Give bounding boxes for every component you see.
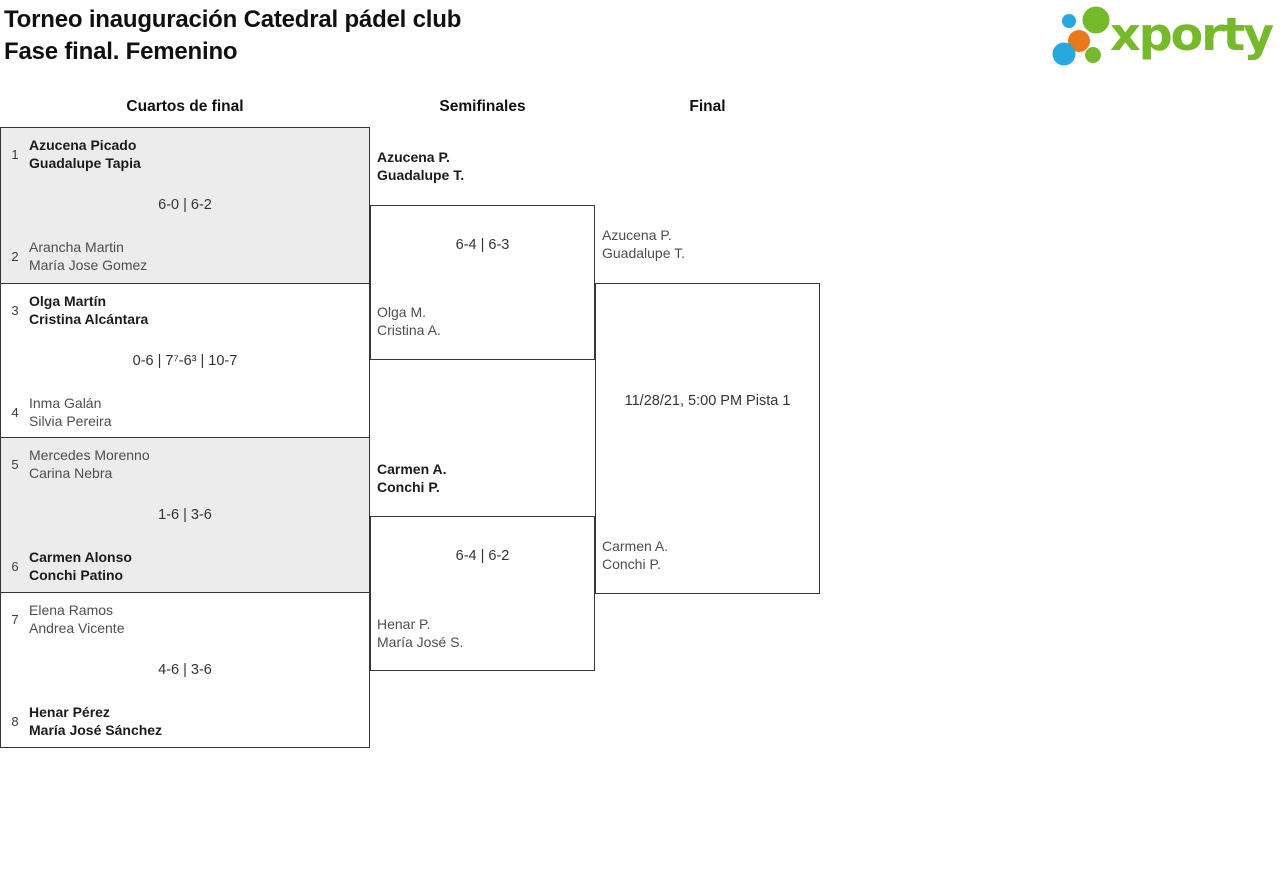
match-score: 4-6 | 3-6 <box>158 662 212 678</box>
semifinal-1-score: 6-4 | 6-3 <box>455 237 510 253</box>
match-score: 0-6 | 7⁷-6³ | 10-7 <box>132 353 238 369</box>
logo-dot-blue-large <box>1052 42 1076 66</box>
player-name: María Jose Gomez <box>29 256 148 273</box>
player-name: Guadalupe T. <box>377 167 465 183</box>
player-name: Guadalupe T. <box>602 245 686 261</box>
player-name: Olga Martín <box>29 293 107 309</box>
player-name: Cristina Alcántara <box>29 310 149 327</box>
seed-number: 6 <box>11 559 19 574</box>
match-score: 1-6 | 3-6 <box>158 507 212 523</box>
player-name: Arancha Martin <box>29 239 124 255</box>
page-title: Torneo inauguración Catedral pádel club … <box>4 4 461 68</box>
player-name: Henar Pérez <box>29 704 110 720</box>
semifinal-1-top-team: Azucena P. Guadalupe T. <box>377 148 464 184</box>
player-name: Conchi P. <box>602 556 661 572</box>
round-header-cuartos-de-final: Cuartos de final <box>126 98 244 115</box>
player-name: Carmen Alonso <box>29 549 132 565</box>
player-name: Silvia Pereira <box>29 412 112 429</box>
team-top: Mercedes Morenno Carina Nebra <box>29 447 150 482</box>
match-semifinal-2[interactable] <box>370 516 595 671</box>
logo-dot-green-small <box>1085 47 1101 63</box>
player-name: Carina Nebra <box>29 464 113 481</box>
team-top: Elena Ramos Andrea Vicente <box>29 602 124 637</box>
seed-number: 3 <box>11 303 19 318</box>
round-header-final: Final <box>689 98 726 115</box>
semifinal-2-bottom-team: Henar P. María José S. <box>377 615 463 651</box>
player-name: Azucena Picado <box>29 137 137 153</box>
team-top: Olga Martín Cristina Alcántara <box>29 293 148 328</box>
player-name: Carmen A. <box>602 538 669 554</box>
logo-dot-orange <box>1068 30 1090 52</box>
player-name: Conchi Patino <box>29 566 124 583</box>
player-name: Guadalupe Tapia <box>29 154 141 171</box>
team-bottom: Inma Galán Silvia Pereira <box>29 395 111 430</box>
xporty-logo[interactable]: xporty <box>1048 0 1280 72</box>
semifinal-2-top-team: Carmen A. Conchi P. <box>377 460 447 496</box>
player-name: Carmen A. <box>377 461 447 477</box>
match-quarterfinal-1[interactable]: 1 Azucena Picado Guadalupe Tapia 6-0 | 6… <box>0 127 370 283</box>
match-quarterfinal-3[interactable]: 5 Mercedes Morenno Carina Nebra 1-6 | 3-… <box>0 437 370 592</box>
player-name: Azucena P. <box>377 149 450 165</box>
player-name: Andrea Vicente <box>29 619 125 636</box>
player-name: María José Sánchez <box>29 721 163 738</box>
logo-wordmark: xporty <box>1110 8 1274 61</box>
seed-number: 5 <box>11 457 19 472</box>
seed-number: 8 <box>11 714 19 729</box>
semifinal-2-score: 6-4 | 6-2 <box>455 548 510 564</box>
player-name: Inma Galán <box>29 395 102 411</box>
player-name: Azucena P. <box>602 227 672 243</box>
player-name: Henar P. <box>377 616 431 632</box>
player-name: Cristina A. <box>377 322 441 338</box>
seed-number: 4 <box>11 405 19 420</box>
match-semifinal-1[interactable] <box>370 205 595 360</box>
logo-dot-blue-small <box>1062 14 1076 28</box>
team-top: Azucena Picado Guadalupe Tapia <box>29 137 141 172</box>
player-name: Elena Ramos <box>29 602 114 618</box>
seed-number: 7 <box>11 612 19 627</box>
player-name: Conchi P. <box>377 479 440 495</box>
player-name: Mercedes Morenno <box>29 447 150 463</box>
logo-dot-green-large <box>1082 6 1110 34</box>
match-score: 6-0 | 6-2 <box>158 197 212 213</box>
team-bottom: Carmen Alonso Conchi Patino <box>29 549 132 584</box>
semifinal-1-bottom-team: Olga M. Cristina A. <box>377 303 441 339</box>
final-bottom-team: Carmen A. Conchi P. <box>602 537 668 573</box>
player-name: María José S. <box>377 634 464 650</box>
page-title-line-2: Fase final. Femenino <box>4 38 238 65</box>
team-bottom: Henar Pérez María José Sánchez <box>29 704 162 739</box>
final-schedule: 11/28/21, 5:00 PM Pista 1 <box>624 393 791 409</box>
round-header-semifinales: Semifinales <box>439 98 526 115</box>
player-name: Olga M. <box>377 304 427 320</box>
seed-number: 1 <box>11 147 19 162</box>
team-bottom: Arancha Martin María Jose Gomez <box>29 239 147 274</box>
seed-number: 2 <box>11 249 19 264</box>
match-quarterfinal-2[interactable]: 3 Olga Martín Cristina Alcántara 0-6 | 7… <box>0 283 370 437</box>
final-top-team: Azucena P. Guadalupe T. <box>602 226 685 262</box>
page-title-line-1: Torneo inauguración Catedral pádel club <box>4 6 462 33</box>
match-final[interactable] <box>595 283 820 594</box>
match-quarterfinal-4[interactable]: 7 Elena Ramos Andrea Vicente 4-6 | 3-6 8… <box>0 592 370 748</box>
